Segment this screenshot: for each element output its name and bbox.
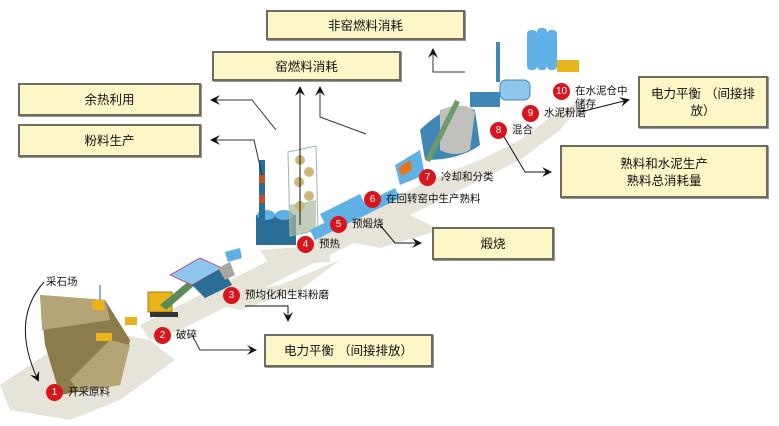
powder-production-box: 粉料生产 — [18, 124, 201, 157]
step-badge: 10 — [553, 83, 570, 100]
clinker-storage-dome — [395, 100, 480, 185]
step-label: 混合 — [512, 124, 533, 136]
crusher-illustration — [147, 280, 195, 317]
waste-heat-box: 余热利用 — [18, 83, 201, 116]
loader-icon — [125, 317, 137, 325]
clinker-line2: 熟料总消耗量 — [626, 172, 702, 188]
power-balance-box-bottom: 电力平衡 （间接排放） — [264, 334, 433, 367]
step-badge: 8 — [490, 122, 507, 139]
quarry-arrow — [24, 281, 45, 382]
cement-silo-icon — [527, 30, 537, 70]
crushing-power-arrow — [191, 334, 257, 355]
step-badge: 6 — [364, 191, 381, 208]
clinker-line1: 熟料和水泥生产 — [620, 155, 708, 171]
step-9: 9 水泥粉磨 — [522, 105, 586, 122]
excavator-icon — [92, 300, 104, 310]
powder-production-arrow — [210, 135, 263, 176]
non-kiln-fuel-text: 非窑燃料消耗 — [327, 17, 403, 33]
step-label: 预煅烧 — [352, 218, 384, 230]
step-5: 5 预煅烧 — [330, 216, 384, 233]
step-label: 预热 — [319, 238, 340, 250]
quarry-illustration — [40, 285, 137, 395]
kiln-fuel-box: 窑燃料消耗 — [212, 51, 401, 81]
power-balance-bottom-text: 电力平衡 （间接排放） — [284, 343, 413, 358]
calcination-box: 煅烧 — [432, 227, 554, 260]
step-label: 在水泥仓中储存 — [575, 83, 628, 111]
step-label: 破碎 — [176, 329, 197, 341]
step-badge: 2 — [154, 327, 171, 344]
step-badge: 1 — [46, 384, 63, 401]
step-2: 2 破碎 — [154, 327, 197, 344]
step-10-line2: 储存 — [575, 98, 596, 110]
clinker-arrow — [499, 129, 552, 177]
raw-mill-icon — [225, 248, 242, 262]
step-6: 6 在回转窑中生产熟料 — [364, 191, 481, 208]
kiln-fuel-arrow-2 — [315, 86, 367, 135]
non-kiln-fuel-arrow — [428, 48, 465, 73]
powder-production-text: 粉料生产 — [84, 133, 135, 148]
step-label: 预均化和生料粉磨 — [245, 289, 329, 301]
step-7: 7 冷却和分类 — [419, 169, 494, 186]
non-kiln-fuel-box: 非窑燃料消耗 — [266, 10, 465, 40]
storage-power-arrow — [579, 97, 630, 113]
raw-mill-power-arrow — [245, 305, 293, 322]
step-badge: 4 — [297, 236, 314, 253]
cement-mill — [470, 28, 579, 107]
step-3: 3 预均化和生料粉磨 — [223, 287, 329, 304]
cement-truck-icon — [557, 60, 579, 72]
clinker-cement-production-box: 熟料和水泥生产 熟料总消耗量 — [560, 145, 768, 198]
waste-heat-text: 余热利用 — [84, 92, 135, 107]
step-badge: 5 — [330, 216, 347, 233]
step-label: 在回转窑中生产熟料 — [386, 193, 481, 205]
power-balance-top-line2: 放） — [690, 103, 716, 118]
kiln-fuel-text: 窑燃料消耗 — [275, 58, 338, 74]
calcination-text: 煅烧 — [480, 236, 506, 251]
power-balance-top-line1: 电力平衡 （间接排 — [651, 86, 755, 101]
step-badge: 7 — [419, 169, 436, 186]
step-label: 水泥粉磨 — [544, 107, 586, 119]
waste-heat-arrow — [210, 95, 277, 131]
step-badge: 9 — [522, 105, 539, 122]
step-10: 10 在水泥仓中储存 — [553, 83, 628, 111]
preheater-tower — [256, 145, 319, 245]
dump-truck-icon — [96, 333, 112, 341]
quarry-label: 采石场 — [46, 276, 78, 288]
step-label: 开采原料 — [68, 386, 110, 398]
calcination-arrow — [379, 224, 422, 248]
step-4: 4 预热 — [297, 236, 340, 253]
chimney-icon — [259, 160, 265, 222]
step-badge: 3 — [223, 287, 240, 304]
step-label: 冷却和分类 — [441, 171, 494, 183]
prehomogenization-shed — [169, 248, 242, 298]
step-10-line1: 在水泥仓中 — [575, 85, 628, 97]
step-1: 1 开采原料 — [46, 384, 110, 401]
step-8: 8 混合 — [490, 122, 533, 139]
power-balance-box-top: 电力平衡 （间接排 放） — [638, 76, 768, 128]
flow-arrows — [24, 48, 630, 382]
